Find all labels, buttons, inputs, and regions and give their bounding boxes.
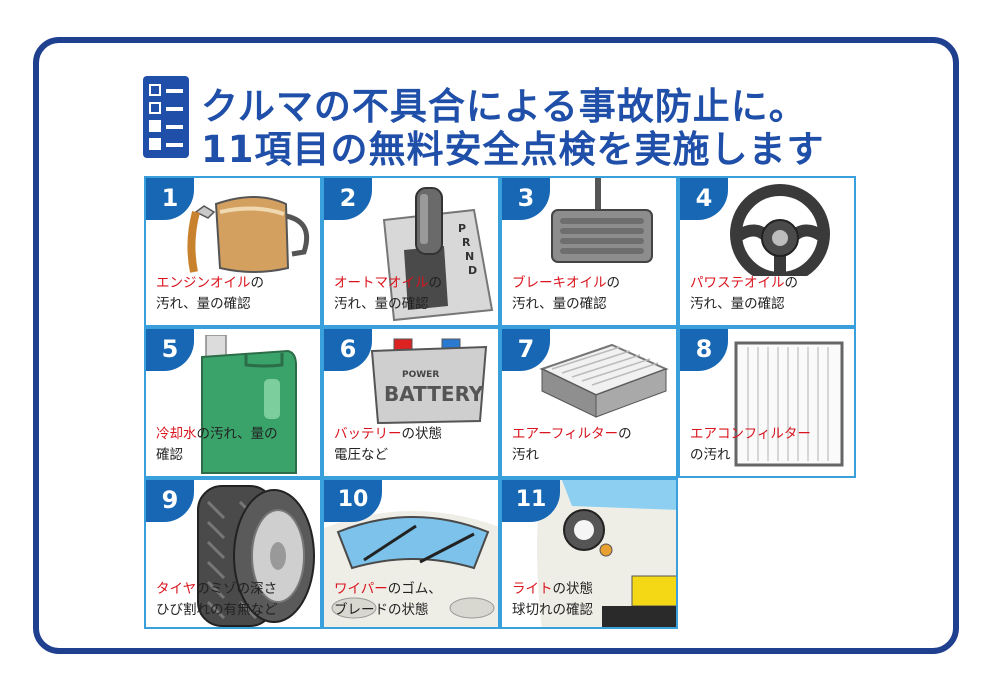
inspection-item-1: 1 エンジンオイルの汚れ、量の確認	[144, 176, 322, 327]
svg-text:N: N	[465, 250, 474, 263]
svg-text:D: D	[468, 264, 477, 277]
item-caption: パワステオイルの汚れ、量の確認	[690, 275, 798, 312]
item-number: 3	[502, 178, 550, 220]
inspection-grid: 1 エンジンオイルの汚れ、量の確認 2 P R N D オートマオイルの汚れ、量…	[144, 176, 856, 629]
battery-icon: POWER BATTERY	[370, 338, 488, 425]
oil-pot-icon	[187, 196, 310, 273]
wiper-icon	[324, 511, 498, 627]
title-line-1: クルマの不具合による事故防止に。	[201, 85, 807, 128]
svg-text:R: R	[462, 236, 471, 249]
svg-text:P: P	[458, 222, 466, 235]
svg-text:BATTERY: BATTERY	[384, 382, 484, 406]
headlight-icon	[537, 480, 676, 627]
item-number: 6	[324, 329, 372, 371]
item-caption: ブレーキオイルの汚れ、量の確認	[512, 275, 620, 312]
inspection-item-3: 3 ブレーキオイルの汚れ、量の確認	[500, 176, 678, 327]
checklist-icon	[143, 76, 189, 158]
inspection-item-6: 6 POWER BATTERY バッテリーの状態電圧など	[322, 327, 500, 478]
item-number: 8	[680, 329, 728, 371]
gear-shift-icon: P R N D	[382, 187, 494, 322]
item-caption: エンジンオイルの汚れ、量の確認	[156, 275, 264, 312]
tire-icon	[197, 485, 315, 627]
air-filter-icon	[539, 343, 669, 418]
item-caption: オートマオイルの汚れ、量の確認	[334, 275, 442, 312]
item-caption: バッテリーの状態電圧など	[334, 426, 442, 463]
item-caption: 冷却水の汚れ、量の確認	[156, 426, 278, 463]
inspection-item-11: 11 ライトの状態球切れの確認	[500, 478, 678, 629]
item-number: 5	[146, 329, 194, 371]
title-block: クルマの不具合による事故防止に。 11項目の無料安全点検を実施します	[143, 76, 883, 171]
inspection-item-4: 4 パワステオイルの汚れ、量の確認	[678, 176, 856, 327]
item-number: 9	[146, 480, 194, 522]
brake-pedal-icon	[551, 178, 653, 263]
inspection-item-2: 2 P R N D オートマオイルの汚れ、量の確認	[322, 176, 500, 327]
item-caption: タイヤのミゾの深さひび割れの有無など	[156, 581, 278, 618]
steering-wheel-icon	[730, 184, 830, 276]
ac-filter-icon	[734, 341, 844, 467]
title-line-2: 11項目の無料安全点検を実施します	[201, 128, 825, 171]
inspection-item-7: 7 エアーフィルターの汚れ	[500, 327, 678, 478]
inspection-item-10: 10 ワイパーのゴム、ブレードの状態	[322, 478, 500, 629]
item-caption: ワイパーのゴム、ブレードの状態	[334, 581, 442, 618]
inspection-item-9: 9 タイヤのミゾの深さひび割れの有無など	[144, 478, 322, 629]
svg-text:POWER: POWER	[402, 370, 439, 380]
item-caption: エアーフィルターの汚れ	[512, 426, 632, 463]
coolant-tank-icon	[201, 335, 297, 474]
item-caption: ライトの状態球切れの確認	[512, 581, 593, 618]
inspection-item-8: 8 エアコンフィルターの汚れ	[678, 327, 856, 478]
inspection-item-5: 5 冷却水の汚れ、量の確認	[144, 327, 322, 478]
item-caption: エアコンフィルターの汚れ	[690, 426, 811, 463]
